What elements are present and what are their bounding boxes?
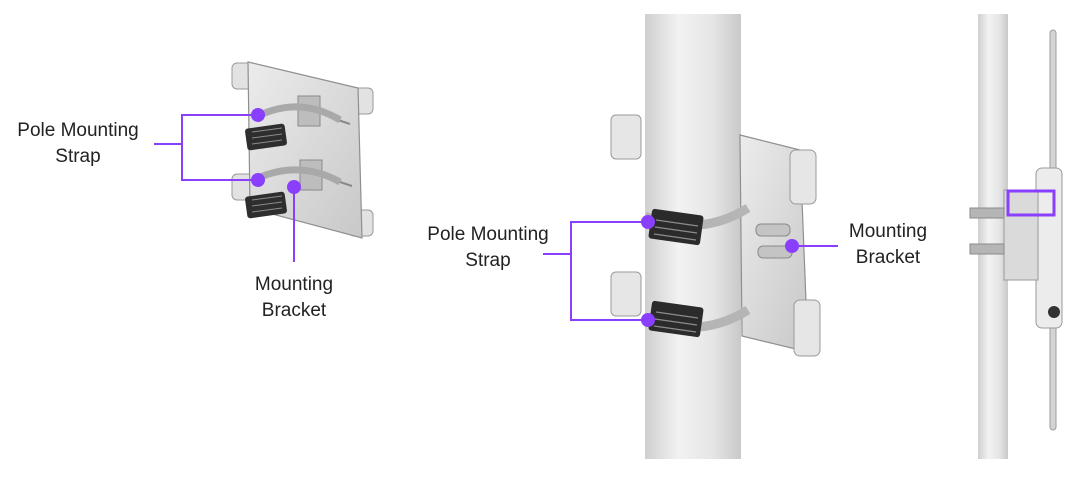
bracket-ear-tab bbox=[610, 114, 642, 160]
figure2-bracket-label: Mounting Bracket bbox=[830, 219, 946, 271]
label-line: Pole Mounting bbox=[17, 120, 139, 141]
callout-dot bbox=[251, 108, 265, 122]
callout-dot bbox=[641, 215, 655, 229]
callout-dot bbox=[785, 239, 799, 253]
label-line: Mounting bbox=[254, 274, 334, 295]
cable-gland bbox=[1048, 306, 1060, 318]
label-line: Pole Mounting bbox=[427, 224, 549, 245]
figure1-strap-label: Pole Mounting Strap bbox=[8, 118, 148, 170]
figure2-strap-label: Pole Mounting Strap bbox=[418, 222, 558, 274]
pole-strap-upper bbox=[256, 103, 342, 124]
label-line: Strap bbox=[55, 146, 101, 167]
label-line: Bracket bbox=[855, 247, 921, 268]
bracket-ear-tab bbox=[793, 299, 821, 357]
strap-screw bbox=[969, 207, 1005, 219]
label-line: Bracket bbox=[261, 300, 327, 321]
strap-buckle-lower bbox=[648, 300, 704, 338]
figure3-side-view bbox=[969, 14, 1063, 459]
pole bbox=[978, 14, 1008, 459]
figure2-callouts bbox=[543, 221, 838, 321]
figure1-callouts bbox=[154, 114, 295, 262]
figure1-bracket-label: Mounting Bracket bbox=[234, 272, 354, 324]
bracket-side bbox=[1003, 189, 1039, 281]
strap-screw bbox=[969, 243, 1005, 255]
callout-dot bbox=[251, 173, 265, 187]
antenna-icon bbox=[1049, 29, 1057, 191]
label-line: Strap bbox=[465, 250, 511, 271]
callout-dot bbox=[641, 313, 655, 327]
bracket-ear-tab bbox=[610, 271, 642, 317]
pole-strap-lower bbox=[256, 166, 342, 186]
figure1-bracket-assembly bbox=[231, 61, 374, 239]
figure2-pole-assembly bbox=[610, 14, 821, 459]
bracket-slot bbox=[755, 223, 791, 237]
label-line: Mounting bbox=[848, 221, 928, 242]
strap-buckle-upper bbox=[648, 208, 704, 246]
bracket-ear-tab bbox=[789, 149, 817, 205]
highlight-box bbox=[1006, 189, 1056, 217]
callout-dot bbox=[287, 180, 301, 194]
